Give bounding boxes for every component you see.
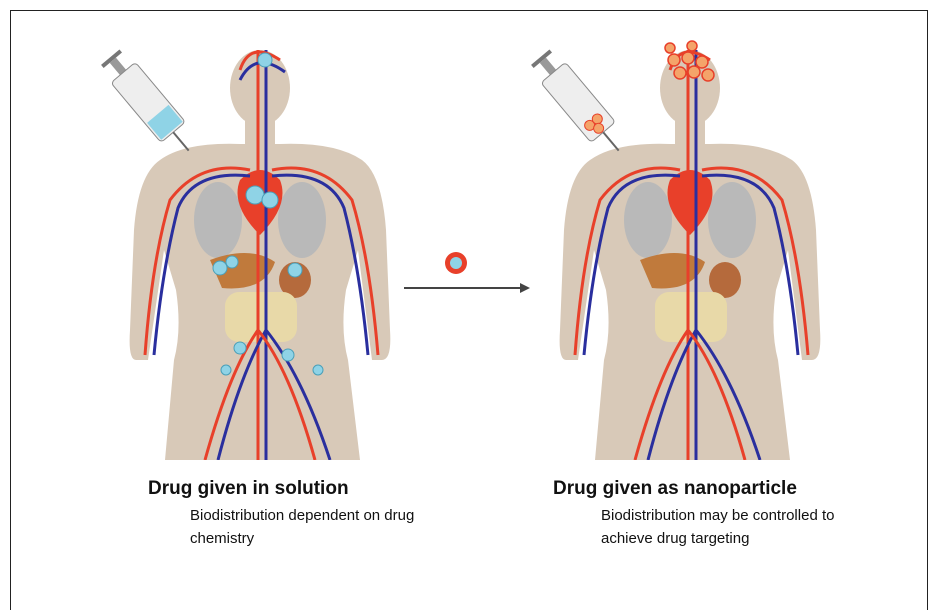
caption-title: Drug given in solution [148,478,460,500]
caption-description: Biodistribution may be controlled to ach… [601,504,881,550]
syringe-icon [98,47,201,161]
nanoparticle-icon [445,252,467,274]
caption-title: Drug given as nanoparticle [553,478,881,500]
arrow-right-icon [404,283,530,293]
caption-description: Biodistribution dependent on drug chemis… [190,504,460,550]
transition-arrow [400,248,540,308]
caption-solution: Drug given in solution Biodistribution d… [148,478,460,550]
syringe-icon [530,47,631,161]
body-figure-solution [90,30,420,460]
body-figure-nanoparticle [530,30,860,460]
caption-nanoparticle: Drug given as nanoparticle Biodistributi… [553,478,881,550]
